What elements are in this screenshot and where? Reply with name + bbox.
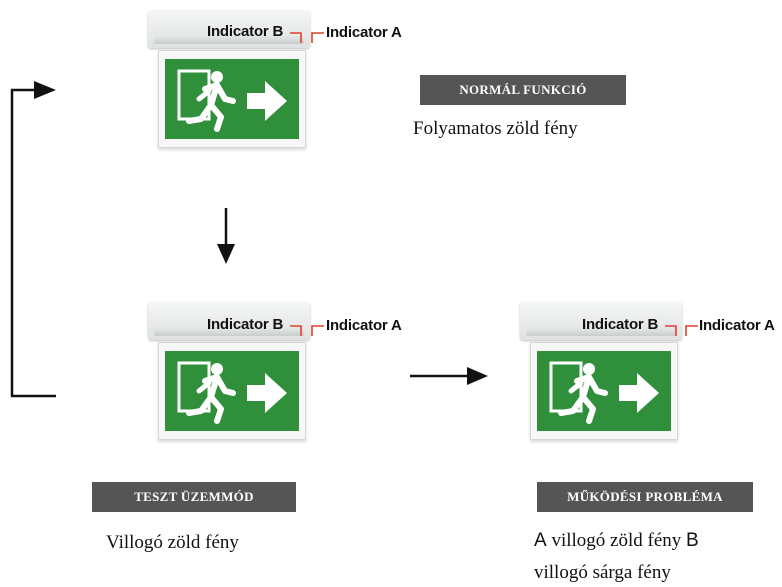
status-description-fault: A villogó zöld fény B (534, 530, 699, 552)
right-flow-arrow-icon (410, 367, 488, 385)
indicator-b-label: Indicator B (207, 23, 284, 40)
indicator-b-label: Indicator B (207, 316, 284, 333)
status-description-test: Villogó zöld fény (106, 532, 239, 553)
indicator-a-label: Indicator A (326, 24, 402, 41)
indicator-a-mark (311, 325, 324, 336)
right-arrow-icon (619, 373, 659, 413)
fault-desc-line1: villogó zöld fény (546, 530, 686, 551)
indicator-b-mark (665, 325, 677, 336)
indicator-b-letter: B (686, 530, 699, 551)
sign-housing (148, 302, 310, 340)
sign-panel (530, 342, 678, 440)
status-description-fault-line2: villogó sárga fény (534, 562, 671, 583)
indicator-a-mark (311, 32, 324, 43)
sign-housing (520, 302, 682, 340)
status-description-normal: Folyamatos zöld fény (413, 118, 578, 139)
indicator-a-letter: A (534, 530, 547, 551)
sign-panel (158, 50, 306, 148)
exit-sign-test (146, 302, 314, 442)
sign-panel (158, 342, 306, 440)
exit-sign-fault (518, 302, 686, 442)
sign-housing (148, 10, 310, 48)
running-man-icon (549, 361, 608, 424)
exit-sign-normal (146, 10, 314, 150)
indicator-b-mark (290, 325, 302, 336)
indicator-b-label: Indicator B (582, 316, 659, 333)
indicator-a-mark (685, 325, 698, 336)
status-badge-normal: NORMÁL FUNKCIÓ (420, 75, 626, 105)
status-badge-fault: MŰKÖDÉSI PROBLÉMA (537, 482, 753, 512)
indicator-b-mark (290, 32, 302, 43)
sign-green-field (537, 351, 671, 431)
sign-green-field (165, 59, 299, 139)
running-man-icon (177, 361, 236, 424)
loop-back-arrow-icon (10, 81, 56, 398)
indicator-a-label: Indicator A (699, 317, 775, 334)
right-arrow-icon (247, 81, 287, 121)
status-badge-test: TESZT ÜZEMMÓD (92, 482, 296, 512)
sign-green-field (165, 351, 299, 431)
running-man-icon (177, 69, 236, 132)
right-arrow-icon (247, 373, 287, 413)
indicator-a-label: Indicator A (326, 317, 402, 334)
down-arrow-icon (217, 208, 235, 264)
